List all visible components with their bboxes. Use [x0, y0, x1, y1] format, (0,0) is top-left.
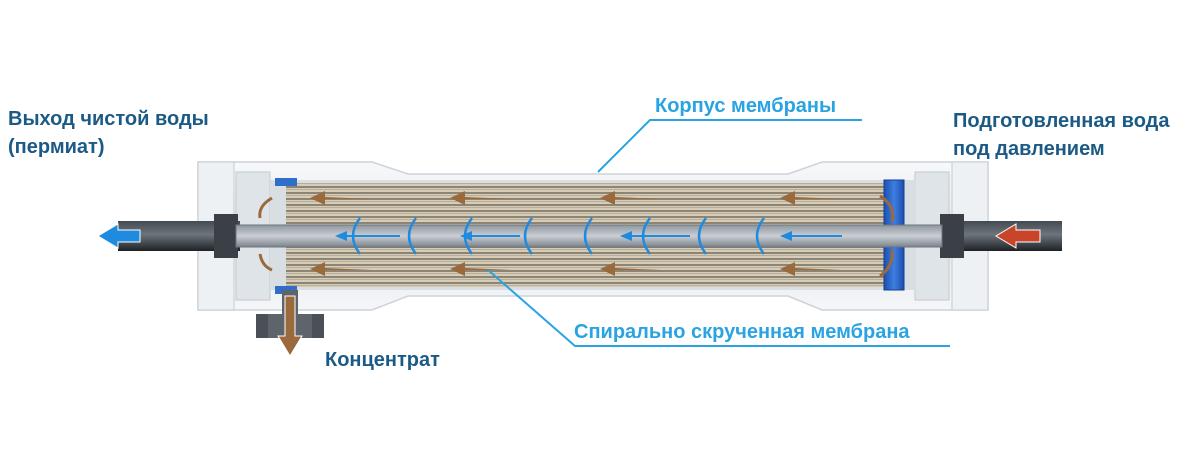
permeate-end-plate-top — [275, 178, 297, 186]
permeate-outlet-pipe — [118, 214, 240, 258]
feed-in-label-line2: под давлением — [953, 138, 1105, 160]
membrane-label: Спирально скрученная мембрана — [574, 318, 910, 346]
membrane-leader-line — [487, 269, 950, 347]
concentrate-label: Концентрат — [325, 346, 440, 374]
feed-in-label: Подготовленная вода под давлением — [953, 107, 1169, 163]
housing-label: Корпус мембраны — [655, 92, 836, 120]
permeate-tube-arrows — [335, 231, 842, 241]
permeate-out-label-line1: Выход чистой воды — [8, 108, 209, 130]
permeate-out-arrow — [97, 223, 141, 249]
membrane-label-text: Спирально скрученная мембрана — [574, 321, 910, 343]
feed-flow-arrows — [310, 191, 842, 276]
housing-leader-line — [597, 119, 862, 173]
concentrate-label-text: Концентрат — [325, 349, 440, 371]
feed-in-label-line1: Подготовленная вода — [953, 110, 1170, 132]
permeate-out-label: Выход чистой воды (пермиат) — [8, 105, 209, 161]
turn-flow-arrows — [258, 194, 895, 278]
concentrate-out-arrow — [277, 295, 303, 357]
feed-in-arrow — [995, 223, 1041, 249]
permeate-out-label-line2: (пермиат) — [8, 136, 105, 158]
housing-label-text: Корпус мембраны — [655, 95, 837, 117]
